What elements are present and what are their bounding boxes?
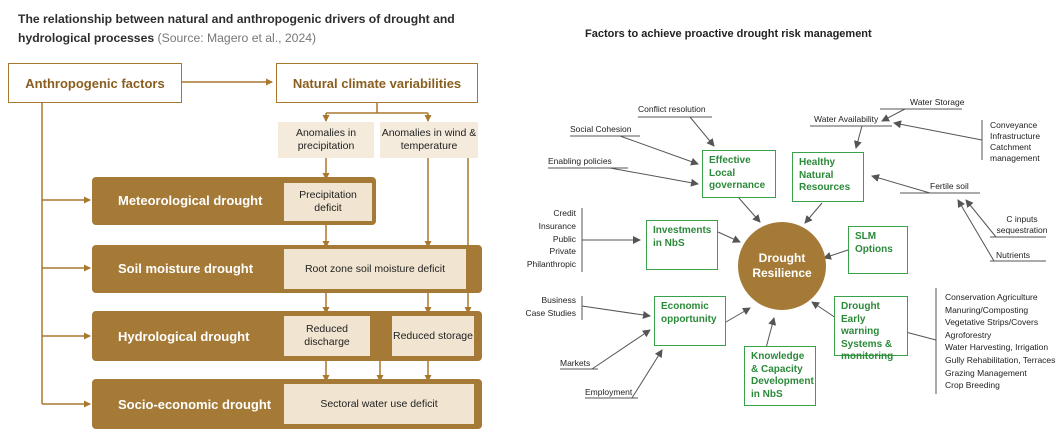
anthropogenic-factors-label: Anthropogenic factors <box>25 75 165 91</box>
early-warning-label: Drought Early warning Systems & monitori… <box>841 301 894 362</box>
practice-item: Vegetative Strips/Covers <box>945 317 1039 328</box>
practice-item: Agroforestry <box>945 329 992 340</box>
anomalies-wind-box: Anomalies in wind & temperature <box>380 122 478 158</box>
precipitation-deficit-box: Precipitation deficit <box>284 183 372 221</box>
catchment-label: Catchment management <box>990 142 1040 163</box>
practice-item: Water Harvesting, Irrigation <box>945 342 1049 353</box>
enabling-policies-label: Enabling policies <box>548 156 612 166</box>
practice-item: Gully Rehabilitation, Terraces <box>945 354 1056 365</box>
practice-item: Conservation Agriculture <box>945 292 1038 302</box>
conflict-resolution-label: Conflict resolution <box>638 104 706 114</box>
economic-opportunity-box: Economic opportunity <box>654 296 726 346</box>
nutrients-label: Nutrients <box>996 250 1031 260</box>
slm-options-label: SLM Options <box>855 231 893 255</box>
business-label: Business <box>541 295 577 305</box>
economic-opportunity-label: Economic opportunity <box>661 301 717 325</box>
case-studies-label: Case Studies <box>525 307 576 318</box>
right-diagram-title: Factors to achieve proactive drought ris… <box>585 28 872 40</box>
reduced-storage-label: Reduced storage <box>393 329 473 342</box>
effective-governance-label: Effective Local governance <box>709 155 766 191</box>
soil-moisture-drought-label: Soil moisture drought <box>118 261 254 276</box>
markets-label: Markets <box>560 358 591 368</box>
precipitation-deficit-label: Precipitation deficit <box>299 189 357 214</box>
slm-options-box: SLM Options <box>848 226 908 274</box>
anomalies-precipitation-label: Anomalies in precipitation <box>295 127 357 152</box>
healthy-resources-label: Healthy Natural Resources <box>799 157 851 193</box>
anthropogenic-factors-box: Anthropogenic factors <box>8 63 182 103</box>
knowledge-capacity-label: Knowledge & Capacity Development in NbS <box>751 351 814 400</box>
meteorological-drought-label: Meteorological drought <box>118 193 263 208</box>
business-list: Business Case Studies <box>516 294 576 319</box>
early-warning-box: Drought Early warning Systems & monitori… <box>834 296 908 362</box>
water-availability-label: Water Availability <box>814 114 879 124</box>
left-diagram-title: The relationship between natural and ant… <box>18 10 518 48</box>
conveyance-label: Conveyance Infrastructure <box>990 120 1041 141</box>
employment-label: Employment <box>585 387 633 397</box>
drought-resilience-circle: Drought Resilience <box>738 222 826 310</box>
finance-item: Insurance <box>538 220 576 231</box>
effective-governance-box: Effective Local governance <box>702 150 776 198</box>
healthy-resources-box: Healthy Natural Resources <box>792 152 864 202</box>
anomalies-precipitation-box: Anomalies in precipitation <box>278 122 374 158</box>
anomalies-wind-label: Anomalies in wind & temperature <box>381 127 477 152</box>
natural-climate-label: Natural climate variabilities <box>292 75 462 91</box>
finance-item: Private <box>549 246 576 257</box>
practice-item: Manuring/Composting <box>945 304 1029 315</box>
drought-resilience-label: Drought Resilience <box>752 251 812 280</box>
practice-item: Grazing Management <box>945 367 1027 378</box>
finance-item: Credit <box>553 208 576 218</box>
investments-nbs-label: Investments in NbS <box>653 225 712 249</box>
c-inputs-label: C inputs sequestration <box>996 214 1048 235</box>
water-storage-label: Water Storage <box>910 97 965 107</box>
social-cohesion-label: Social Cohesion <box>570 124 632 134</box>
investments-nbs-box: Investments in NbS <box>646 220 718 270</box>
finance-list: Credit Insurance Public Private Philanth… <box>520 207 576 271</box>
sectoral-water-deficit-box: Sectoral water use deficit <box>284 384 474 424</box>
reduced-discharge-box: Reduced discharge <box>284 316 370 356</box>
finance-item: Philanthropic <box>526 259 576 270</box>
finance-item: Public <box>552 233 576 244</box>
knowledge-capacity-box: Knowledge & Capacity Development in NbS <box>744 346 816 406</box>
left-title-source: (Source: Magero et al., 2024) <box>157 31 317 45</box>
fertile-soil-label: Fertile soil <box>930 181 969 191</box>
natural-climate-box: Natural climate variabilities <box>276 63 478 103</box>
sectoral-water-deficit-label: Sectoral water use deficit <box>320 397 438 410</box>
root-zone-deficit-box: Root zone soil moisture deficit <box>284 249 466 289</box>
reduced-discharge-label: Reduced discharge <box>304 323 350 348</box>
reduced-storage-box: Reduced storage <box>392 316 474 356</box>
hydrological-drought-label: Hydrological drought <box>118 329 250 344</box>
practice-item: Crop Breeding <box>945 380 1000 391</box>
left-title-text: The relationship between natural and ant… <box>18 12 455 45</box>
root-zone-deficit-label: Root zone soil moisture deficit <box>304 262 446 275</box>
socio-economic-drought-label: Socio-economic drought <box>118 397 272 412</box>
practices-list: Conservation Agriculture Manuring/Compos… <box>945 291 1055 392</box>
